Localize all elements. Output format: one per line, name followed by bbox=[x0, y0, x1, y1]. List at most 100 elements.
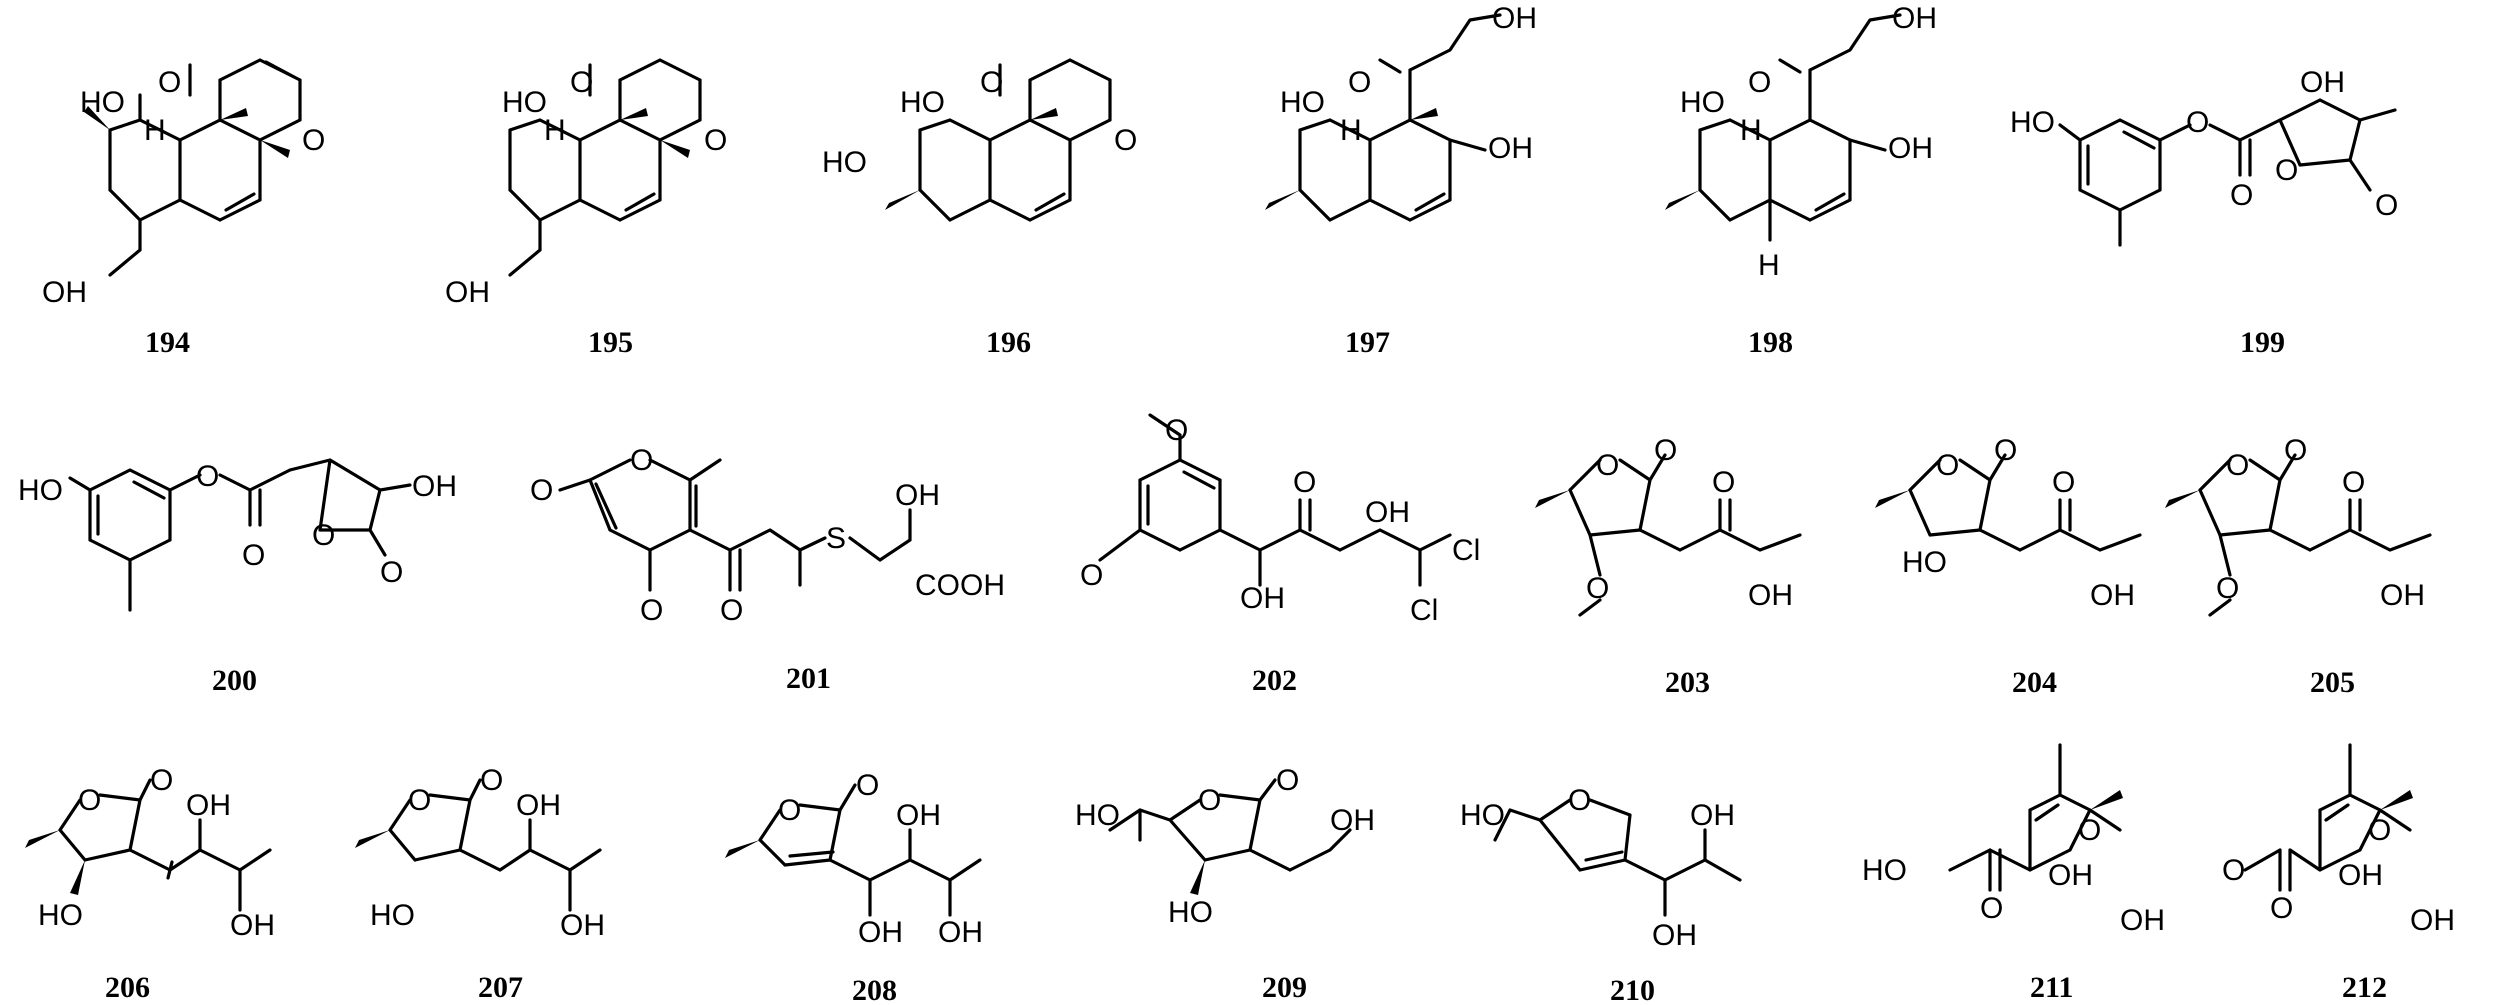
atom-label: HO bbox=[80, 86, 125, 119]
atom-label: O bbox=[640, 594, 663, 627]
atom-label: O bbox=[2284, 434, 2307, 467]
compound-id: 208 bbox=[852, 974, 897, 1005]
structure-211: HO O O OH OH 211 bbox=[1862, 743, 2165, 1004]
atom-label: OH bbox=[412, 470, 457, 503]
atom-label: O bbox=[2270, 892, 2293, 925]
atom-label: COOH bbox=[915, 569, 1005, 602]
atom-label: O bbox=[1748, 66, 1771, 99]
compound-id: 210 bbox=[1610, 974, 1655, 1005]
atom-label: HO bbox=[900, 86, 945, 119]
atom-label: O bbox=[1568, 784, 1591, 817]
structure-201: O O O O S OH COOH 201 bbox=[530, 444, 1005, 695]
atom-label: O bbox=[1936, 449, 1959, 482]
atom-label: O bbox=[1586, 572, 1609, 605]
structure-209: HO O O HO OH 209 bbox=[1075, 764, 1375, 1004]
atom-label: HO bbox=[1680, 86, 1725, 119]
compound-id: 205 bbox=[2310, 666, 2355, 699]
compound-id: 203 bbox=[1665, 666, 1710, 699]
atom-label: HO bbox=[18, 474, 63, 507]
atom-label: O bbox=[1654, 434, 1677, 467]
atom-label: H bbox=[144, 114, 166, 147]
structure-199: HO O O OH O O 199 bbox=[2010, 66, 2398, 359]
atom-label: OH bbox=[2380, 579, 2425, 612]
atom-label: O bbox=[2216, 572, 2239, 605]
atom-label: O bbox=[312, 519, 335, 552]
atom-label: O bbox=[196, 460, 219, 493]
atom-label: O bbox=[530, 474, 553, 507]
atom-label: O bbox=[2052, 466, 2075, 499]
atom-label: HO bbox=[1902, 546, 1947, 579]
atom-label: OH bbox=[2120, 904, 2165, 937]
atom-label: OH bbox=[2410, 904, 2455, 937]
compound-id: 204 bbox=[2012, 666, 2057, 699]
structure-204: O O HO O OH 204 bbox=[1875, 434, 2142, 699]
atom-label: O bbox=[1348, 66, 1371, 99]
structure-212: O O O OH OH 212 bbox=[2222, 743, 2455, 1004]
atom-label: OH bbox=[1488, 132, 1533, 165]
atom-label: OH bbox=[896, 799, 941, 832]
atom-label: H bbox=[1340, 114, 1362, 147]
atom-label: O bbox=[856, 769, 879, 802]
atom-label: O bbox=[408, 784, 431, 817]
atom-label: HO bbox=[822, 146, 867, 179]
compound-id: 212 bbox=[2342, 971, 2387, 1004]
compound-id: 201 bbox=[786, 662, 831, 695]
atom-label: O bbox=[630, 444, 653, 477]
atom-label: O bbox=[778, 794, 801, 827]
structure-206: O O HO OH OH 206 bbox=[25, 764, 275, 1004]
atom-label: O bbox=[980, 66, 1003, 99]
atom-label: OH bbox=[1330, 804, 1375, 837]
compound-id: 196 bbox=[986, 326, 1031, 359]
atom-label: O bbox=[1165, 414, 1188, 447]
atom-label: HO bbox=[1075, 799, 1120, 832]
atom-label: O bbox=[78, 784, 101, 817]
atom-label: O bbox=[242, 539, 265, 572]
atom-label: OH bbox=[1888, 132, 1933, 165]
compound-id: 197 bbox=[1345, 326, 1390, 359]
compound-id: 195 bbox=[588, 326, 633, 359]
atom-label: O bbox=[1712, 466, 1735, 499]
structure-196: HO HO O O 196 bbox=[822, 58, 1137, 359]
atom-label: O bbox=[570, 66, 593, 99]
atom-label: O bbox=[150, 764, 173, 797]
atom-label: OH bbox=[1892, 2, 1937, 35]
compound-id: 198 bbox=[1748, 326, 1793, 359]
atom-label: O bbox=[2342, 466, 2365, 499]
atom-label: H bbox=[1740, 114, 1762, 147]
atom-label: O bbox=[380, 556, 403, 589]
structure-210: HO O OH OH 210 bbox=[1460, 784, 1742, 1005]
atom-label: O bbox=[1980, 892, 2003, 925]
atom-label: O bbox=[1080, 559, 1103, 592]
atom-label: OH bbox=[1652, 919, 1697, 952]
atom-label: O bbox=[2078, 814, 2101, 847]
atom-label: HO bbox=[502, 86, 547, 119]
atom-label: OH bbox=[1748, 579, 1793, 612]
atom-label: O bbox=[480, 764, 503, 797]
atom-label: OH bbox=[1690, 799, 1735, 832]
atom-label: O bbox=[2226, 449, 2249, 482]
atom-label: OH bbox=[2090, 579, 2135, 612]
compound-id: 207 bbox=[478, 971, 523, 1004]
structure-202: O O O OH Cl Cl OH 202 bbox=[1080, 413, 1480, 697]
compound-id: 194 bbox=[145, 326, 190, 359]
atom-label: H bbox=[1758, 249, 1780, 282]
atom-label: Cl bbox=[1410, 594, 1438, 627]
atom-label: OH bbox=[445, 276, 490, 309]
compound-id: 200 bbox=[212, 664, 257, 697]
atom-label: HO bbox=[1862, 854, 1907, 887]
atom-label: OH bbox=[186, 789, 231, 822]
atom-label: O bbox=[704, 124, 727, 157]
atom-label: OH bbox=[230, 909, 275, 942]
atom-label: OH bbox=[1240, 582, 1285, 615]
structure-194: HO H O O OH 194 bbox=[42, 58, 325, 359]
atom-label: OH bbox=[560, 909, 605, 942]
structure-205: O O O O OH 205 bbox=[2165, 434, 2432, 699]
atom-label: O bbox=[1596, 449, 1619, 482]
atom-label: OH bbox=[2338, 859, 2383, 892]
structure-208: O O OH OH OH 208 bbox=[725, 769, 983, 1005]
structure-200: HO O O O OH O 200 bbox=[18, 458, 457, 697]
atom-label: OH bbox=[516, 789, 561, 822]
compound-id: 206 bbox=[105, 971, 150, 1004]
atom-label: OH bbox=[1365, 496, 1410, 529]
atom-label: OH bbox=[42, 276, 87, 309]
